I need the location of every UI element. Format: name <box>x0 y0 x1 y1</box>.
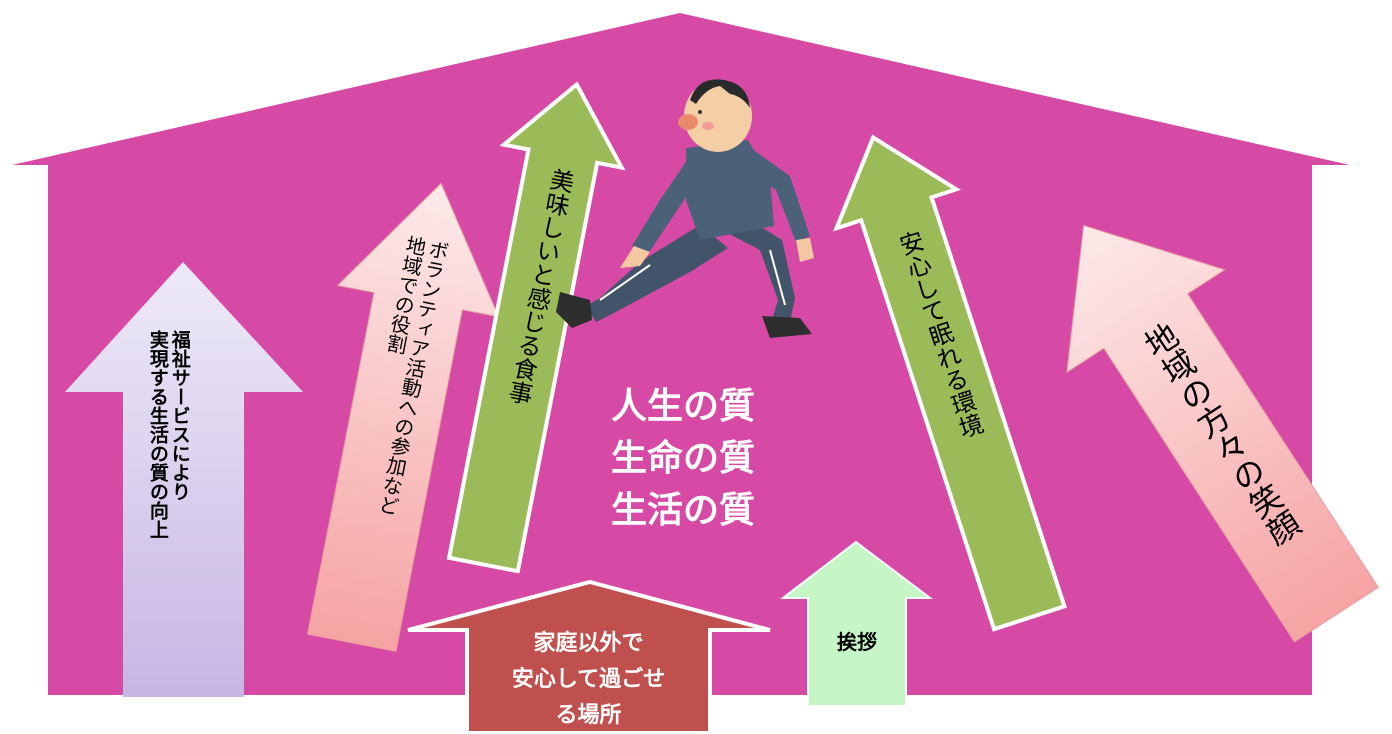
greeting-label: 挨拶 <box>837 630 877 654</box>
place-label: 家庭以外で 安心して過ごせ る場所 <box>511 631 666 728</box>
person-icon <box>556 79 814 338</box>
smiles-arrow <box>1066 224 1379 643</box>
sleep-arrow <box>832 134 1067 632</box>
welfare-label: 福祉サービスにより 実現する生活の質の向上 <box>146 330 191 539</box>
meal-arrow <box>446 81 626 574</box>
welfare-arrow <box>65 262 303 697</box>
center-title-1: 人生の質 <box>610 386 755 427</box>
greeting-arrow <box>780 540 933 707</box>
center-title-3: 生活の質 <box>610 490 755 531</box>
center-title-2: 生命の質 <box>610 438 755 479</box>
place-arrow <box>407 579 771 733</box>
volunteer-arrow <box>306 182 500 652</box>
